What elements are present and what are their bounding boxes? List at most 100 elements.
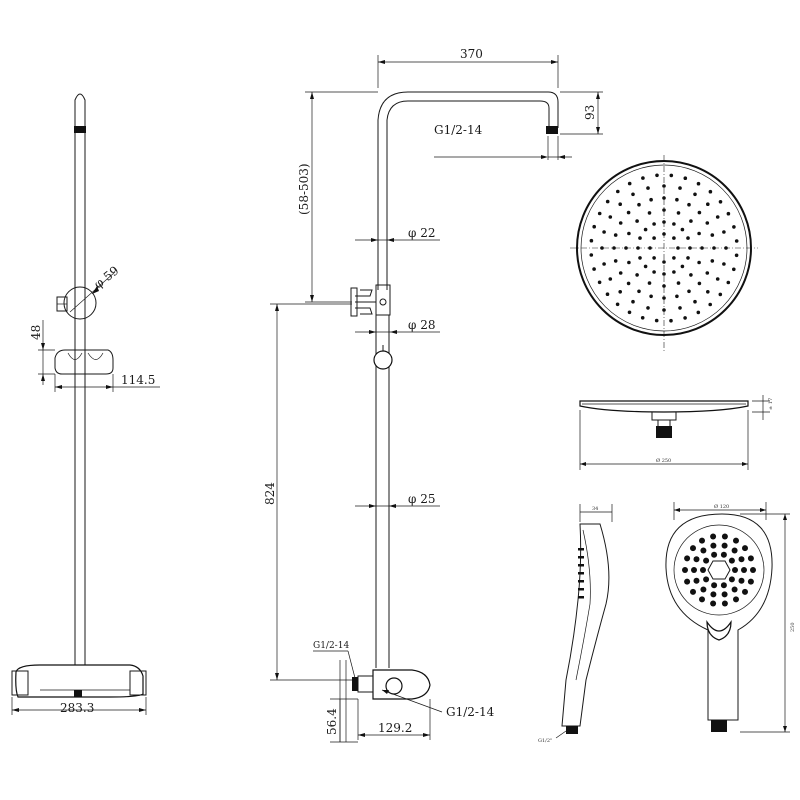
- nozzle-dot: [669, 173, 674, 178]
- nozzle-dot: [662, 272, 666, 276]
- hand-front-outline: [665, 513, 773, 721]
- nozzle-dot: [635, 219, 639, 223]
- nozzle-dot: [700, 567, 706, 573]
- nozzle-dot: [688, 246, 692, 250]
- nozzle-dot: [602, 230, 606, 234]
- valve-width-label: 283.3: [60, 701, 94, 715]
- nozzle-dot: [589, 238, 594, 243]
- arm-drop-label: 93: [583, 105, 597, 120]
- nozzle-dot: [710, 600, 717, 607]
- nozzle-dot: [592, 224, 596, 229]
- thread-inlet-label: G1/2-14: [313, 641, 349, 651]
- nozzle-dot: [697, 210, 702, 215]
- rain-head-side-view: ± 17 Ø 250: [579, 395, 774, 470]
- nozzle-dot: [648, 246, 652, 250]
- nozzle-dot: [697, 260, 701, 265]
- nozzle-dot: [697, 281, 702, 286]
- rain-head-connector: [656, 426, 672, 438]
- nozzle-dot: [684, 578, 691, 585]
- hand-side-nozzles: [578, 548, 584, 599]
- nozzle-dot: [710, 233, 715, 237]
- nozzle-dot: [731, 586, 738, 593]
- nozzle-dot: [724, 246, 728, 250]
- nozzle-dot: [662, 260, 666, 264]
- nozzle-dot: [742, 545, 748, 552]
- nozzle-dot: [624, 246, 628, 250]
- nozzle-dot: [676, 246, 680, 250]
- nozzle-dot: [696, 181, 701, 186]
- nozzle-dot: [608, 277, 613, 281]
- nozzle-dot: [618, 290, 622, 294]
- nozzle-dot: [602, 262, 606, 266]
- side-valve-body: [15, 664, 144, 698]
- valve-depth-label: 129.2: [378, 721, 412, 735]
- hand-diameter-label: Ø 120: [714, 503, 729, 510]
- nozzle-dot: [597, 211, 602, 216]
- side-nozzle: [578, 564, 584, 567]
- height-label: 824: [263, 482, 277, 505]
- nozzle-dot: [647, 211, 652, 215]
- nozzle-dot: [613, 233, 618, 237]
- nozzle-dot: [680, 227, 685, 232]
- nozzle-dot: [589, 253, 594, 257]
- nozzle-dot: [706, 290, 710, 294]
- nozzle-dot: [708, 302, 712, 307]
- nozzle-dot: [615, 302, 620, 307]
- nozzle-dot: [683, 176, 688, 180]
- holder-height-label: 48: [29, 325, 43, 340]
- thread-outlet-label: G1/2-14: [446, 705, 495, 719]
- nozzle-dot: [649, 197, 653, 202]
- head-height-label: ± 17: [768, 398, 774, 410]
- nozzle-dot: [662, 284, 666, 288]
- nozzle-dot: [605, 199, 610, 204]
- nozzle-dot: [676, 281, 681, 285]
- nozzle-dot: [672, 256, 676, 260]
- nozzle-dot: [678, 186, 682, 190]
- side-view: φ 59 48 114.5 283.3: [11, 93, 160, 715]
- nozzle-dot: [669, 318, 673, 323]
- nozzle-dot: [640, 316, 645, 320]
- nozzle-dot: [652, 270, 656, 274]
- nozzle-dot: [693, 192, 697, 197]
- hand-thread-label: G1/2": [538, 738, 552, 744]
- nozzle-dot: [726, 211, 731, 216]
- nozzle-dot: [652, 256, 656, 260]
- nozzle-dot: [734, 253, 739, 258]
- nozzle-dot: [649, 294, 653, 299]
- side-pipe-top: [74, 93, 86, 130]
- nozzle-dot: [672, 270, 676, 274]
- nozzle-dot: [643, 264, 648, 269]
- nozzle-dot: [655, 173, 659, 178]
- nozzle-dot: [703, 557, 710, 564]
- hand-side-connector: [566, 726, 578, 734]
- nozzle-dot: [710, 259, 715, 263]
- nozzle-dot: [750, 567, 756, 573]
- nozzle-dot: [734, 239, 739, 243]
- nozzle-dot: [627, 310, 632, 315]
- side-slide-holder: [54, 349, 114, 375]
- nozzle-dot: [662, 296, 666, 300]
- nozzle-dot: [626, 281, 631, 286]
- nozzle-dot: [708, 189, 713, 194]
- nozzle-dot: [654, 318, 659, 323]
- nozzle-dot: [705, 271, 710, 275]
- arm-outlet: [546, 126, 558, 134]
- nozzle-dot: [693, 577, 700, 584]
- nozzle-dot: [690, 588, 696, 595]
- nozzle-dot: [672, 236, 676, 240]
- hand-center-face: [707, 560, 731, 580]
- nozzle-dot: [637, 202, 641, 207]
- nozzle-dot: [631, 192, 635, 197]
- nozzle-dot: [641, 176, 645, 180]
- nozzle-dot: [689, 219, 693, 223]
- nozzle-dot: [613, 259, 618, 263]
- nozzle-dot: [747, 578, 754, 585]
- nozzle-dot: [733, 596, 739, 603]
- nozzle-dot: [618, 202, 622, 206]
- nozzle-dot: [612, 246, 616, 250]
- nozzle-dot: [600, 246, 604, 250]
- nozzle-dot: [721, 533, 728, 540]
- holder-depth-label: 114.5: [121, 373, 155, 387]
- nozzle-dot: [693, 299, 697, 304]
- nozzle-dot: [675, 197, 679, 202]
